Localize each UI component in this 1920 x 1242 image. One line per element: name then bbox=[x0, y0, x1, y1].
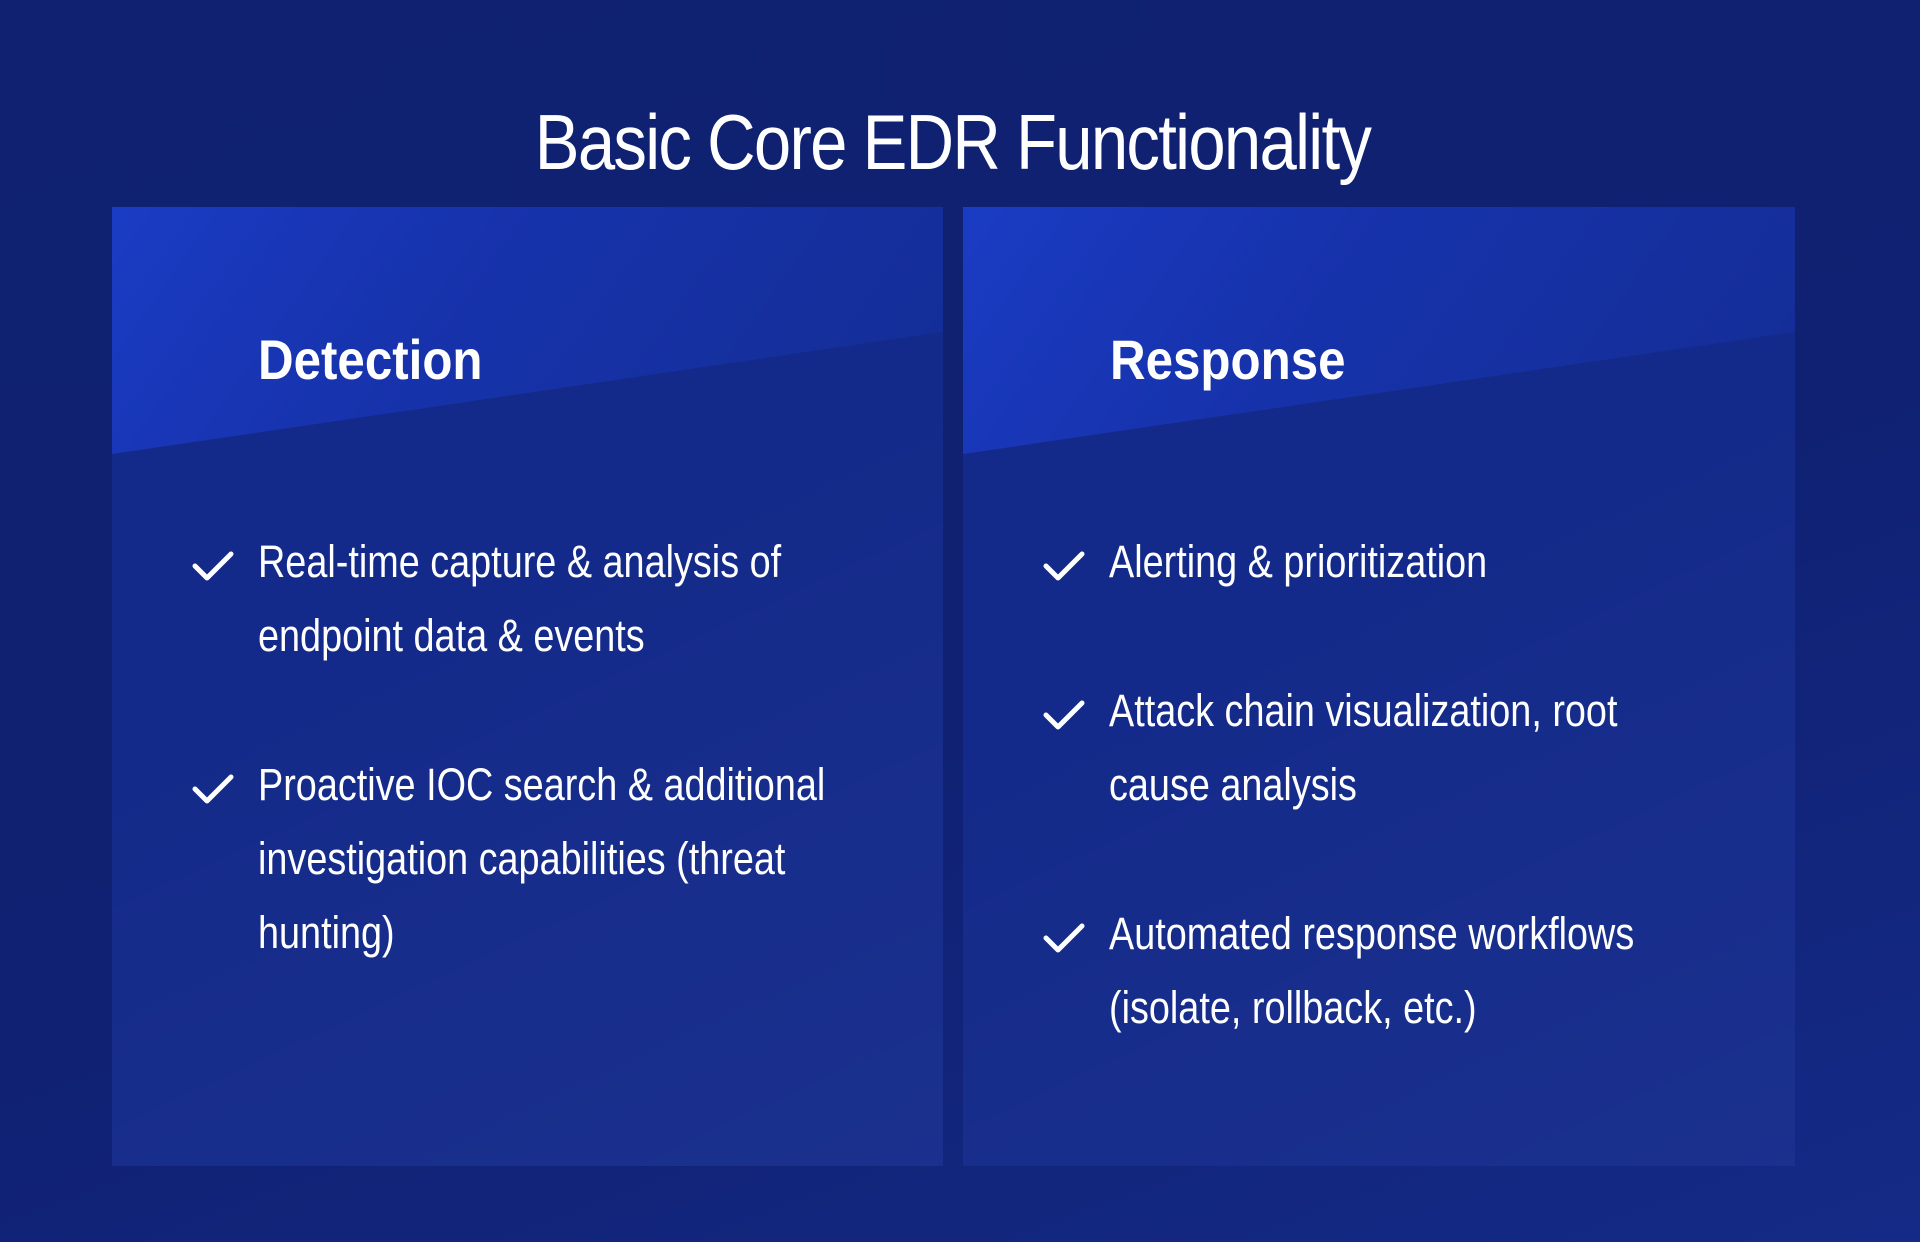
page-title: Basic Core EDR Functionality bbox=[534, 98, 1372, 187]
list-item: Real-time capture & analysis of endpoint… bbox=[192, 525, 892, 673]
list-item-text: Attack chain visualization, root cause a… bbox=[1109, 685, 1618, 810]
detection-list: Real-time capture & analysis of endpoint… bbox=[192, 525, 892, 1045]
list-item-text: Proactive IOC search & additional invest… bbox=[258, 759, 826, 958]
list-item-text: Real-time capture & analysis of endpoint… bbox=[258, 536, 782, 661]
cards-container: Detection Real-time capture & analysis o… bbox=[112, 207, 1795, 1166]
check-icon bbox=[192, 774, 234, 804]
response-list: Alerting & prioritization Attack chain v… bbox=[1043, 525, 1743, 1120]
list-item: Proactive IOC search & additional invest… bbox=[192, 748, 892, 970]
check-icon bbox=[192, 551, 234, 581]
check-icon bbox=[1043, 700, 1085, 730]
list-item: Attack chain visualization, root cause a… bbox=[1043, 674, 1743, 822]
list-item-text: Automated response workflows (isolate, r… bbox=[1109, 908, 1635, 1033]
list-item: Automated response workflows (isolate, r… bbox=[1043, 897, 1743, 1045]
card-title-detection: Detection bbox=[258, 328, 483, 392]
card-detection: Detection Real-time capture & analysis o… bbox=[112, 207, 943, 1166]
card-response: Response Alerting & prioritization Attac… bbox=[963, 207, 1795, 1166]
check-icon bbox=[1043, 551, 1085, 581]
list-item: Alerting & prioritization bbox=[1043, 525, 1743, 599]
card-title-response: Response bbox=[1110, 328, 1346, 392]
list-item-text: Alerting & prioritization bbox=[1109, 536, 1488, 587]
check-icon bbox=[1043, 923, 1085, 953]
